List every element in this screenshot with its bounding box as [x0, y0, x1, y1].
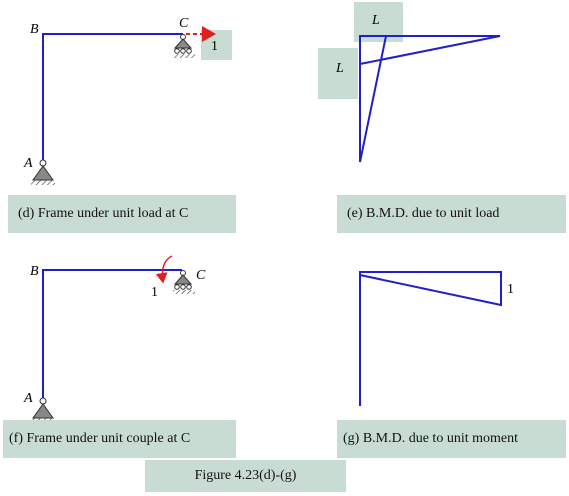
figure-caption: Figure 4.23(d)-(g) [145, 460, 346, 492]
label-c-f: C [196, 268, 206, 283]
figure-caption-text: Figure 4.23(d)-(g) [194, 468, 297, 483]
label-a-f: A [23, 391, 33, 406]
label-one-g: 1 [507, 282, 514, 297]
caption-g: (g) B.M.D. due to unit moment [337, 420, 566, 458]
roller-support-c-f [173, 270, 195, 294]
bmd-e [359, 35, 501, 163]
bmd-g [359, 271, 502, 307]
caption-f-text: (f) Frame under unit couple at C [9, 431, 191, 446]
panel-d: B C A 1 [23, 16, 218, 185]
caption-d: (d) Frame under unit load at C [8, 195, 236, 233]
pin-support-a-d [31, 159, 55, 185]
panel-g: 1 [359, 271, 514, 406]
label-box-l-left [318, 48, 358, 99]
frame-g [359, 271, 501, 406]
label-c-d: C [179, 16, 189, 31]
label-b-f: B [30, 264, 39, 279]
caption-f: (f) Frame under unit couple at C [3, 420, 236, 458]
label-l-left: L [335, 61, 344, 76]
caption-e-text: (e) B.M.D. due to unit load [347, 206, 500, 221]
label-l-top: L [371, 13, 380, 28]
label-b-d: B [30, 22, 39, 37]
roller-support-c-d [173, 34, 195, 58]
caption-g-text: (g) B.M.D. due to unit moment [343, 431, 518, 446]
unit-couple-arrow [155, 255, 173, 284]
label-one-d: 1 [211, 39, 218, 54]
label-a-d: A [23, 156, 33, 171]
panel-f: B C A 1 [23, 255, 206, 423]
frame-d [42, 33, 183, 160]
frame-f [42, 269, 182, 398]
frame-e [359, 35, 500, 162]
label-one-f: 1 [151, 285, 158, 300]
caption-e: (e) B.M.D. due to unit load [337, 195, 566, 233]
panel-e: L L [335, 13, 501, 163]
caption-d-text: (d) Frame under unit load at C [18, 206, 189, 221]
